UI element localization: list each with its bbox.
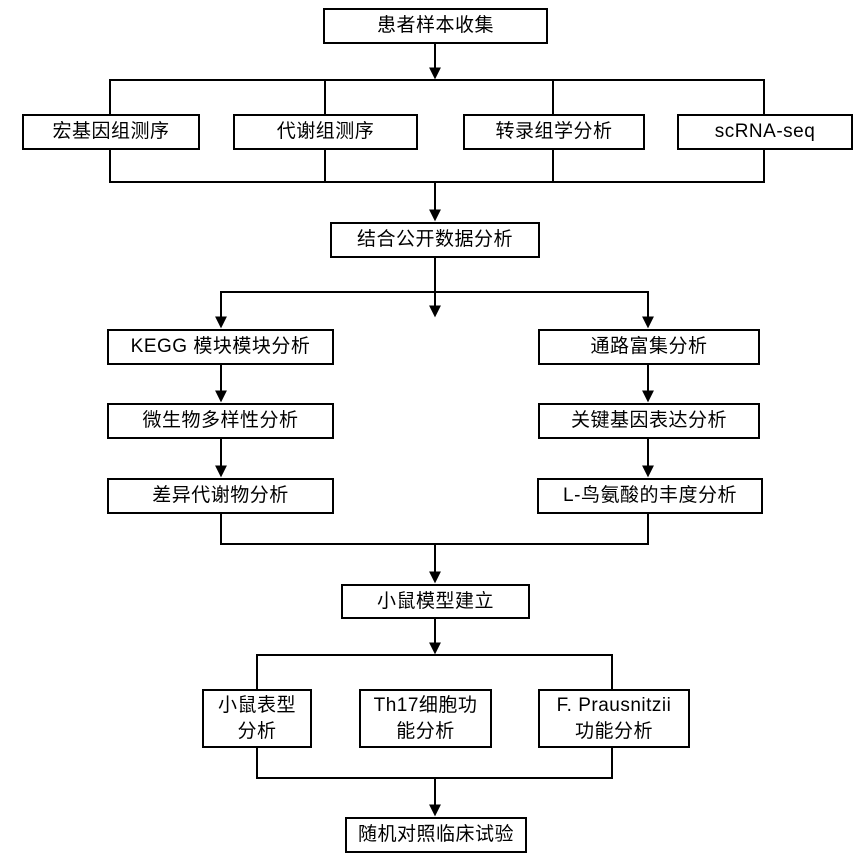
node-label: 小鼠模型建立 bbox=[376, 590, 494, 612]
node-patient-sample-collection: 患者样本收集 bbox=[323, 8, 548, 44]
connector-trial-fanin bbox=[256, 748, 613, 817]
node-label: Th17细胞功 能分析 bbox=[373, 694, 478, 742]
node-kegg-module-analysis: KEGG 模块模块分析 bbox=[107, 329, 334, 365]
node-differential-metabolite-analysis: 差异代谢物分析 bbox=[107, 478, 334, 514]
node-label: 随机对照临床试验 bbox=[357, 824, 514, 845]
connector-model-fanin bbox=[220, 514, 649, 584]
node-label: 差异代谢物分析 bbox=[152, 485, 289, 506]
node-l-ornithine-abundance-analysis: L-鸟氨酸的丰度分析 bbox=[537, 478, 763, 514]
node-randomized-controlled-clinical-trial: 随机对照临床试验 bbox=[345, 817, 527, 853]
node-key-gene-expression-analysis: 关键基因表达分析 bbox=[538, 403, 760, 439]
node-metagenomic-sequencing: 宏基因组测序 bbox=[22, 114, 200, 150]
node-label: 结合公开数据分析 bbox=[356, 229, 513, 250]
connector-analysis-split bbox=[215, 258, 654, 329]
node-scrna-seq: scRNA-seq bbox=[677, 114, 853, 150]
node-label: scRNA-seq bbox=[714, 121, 816, 142]
node-label: KEGG 模块模块分析 bbox=[130, 336, 311, 357]
node-combined-public-data-analysis: 结合公开数据分析 bbox=[330, 222, 540, 258]
node-transcriptomic-analysis: 转录组学分析 bbox=[463, 114, 645, 150]
node-label: 转录组学分析 bbox=[495, 121, 613, 142]
node-microbial-diversity-analysis: 微生物多样性分析 bbox=[107, 403, 334, 439]
node-f-prausnitzii-function-analysis: F. Prausnitzii 功能分析 bbox=[538, 689, 690, 748]
node-label: 关键基因表达分析 bbox=[570, 410, 727, 431]
connector-model-fanout bbox=[256, 619, 613, 689]
node-metabolomic-sequencing: 代谢组测序 bbox=[233, 114, 418, 150]
node-label: 患者样本收集 bbox=[376, 15, 494, 36]
node-label: 代谢组测序 bbox=[276, 121, 375, 142]
node-th17-cell-function-analysis: Th17细胞功 能分析 bbox=[359, 689, 492, 748]
node-label: 微生物多样性分析 bbox=[142, 410, 299, 431]
node-label: 宏基因组测序 bbox=[52, 121, 170, 142]
node-label: 通路富集分析 bbox=[590, 336, 708, 357]
node-mouse-phenotype-analysis: 小鼠表型 分析 bbox=[202, 689, 312, 748]
connector-sampling-fan bbox=[109, 44, 765, 222]
node-label: 小鼠表型 分析 bbox=[217, 694, 296, 742]
node-pathway-enrichment-analysis: 通路富集分析 bbox=[538, 329, 760, 365]
node-label: L-鸟氨酸的丰度分析 bbox=[563, 485, 737, 506]
node-label: F. Prausnitzii 功能分析 bbox=[556, 694, 672, 742]
node-mouse-model-establishment: 小鼠模型建立 bbox=[341, 584, 530, 619]
